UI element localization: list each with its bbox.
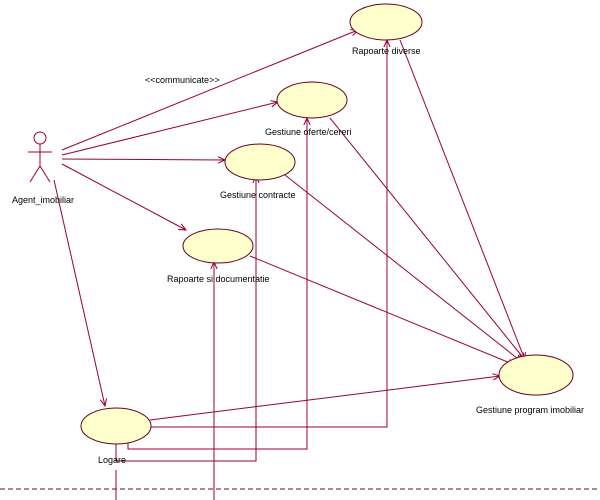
usecase-logare-label: Logare — [98, 455, 127, 465]
association-gestiune-contracte — [61, 159, 225, 160]
usecase-rapoarte-diverse-ellipse[interactable] — [349, 3, 423, 41]
association-rapoarte-documentatie — [61, 163, 186, 230]
usecase-gestiune-oferte-ellipse[interactable] — [276, 81, 348, 119]
usecase-gestiune-contracte-label: Gestiune contracte — [220, 190, 296, 200]
actor-figure — [28, 131, 52, 183]
usecase-rapoarte-diverse-label: Rapoarte diverse — [352, 46, 421, 56]
dependency-gestiune-oferte — [329, 117, 525, 360]
connector-logare-gestiune-contracte — [115, 176, 256, 462]
usecase-rapoarte-documentatie-ellipse[interactable] — [182, 228, 254, 264]
dependency-logare — [149, 376, 500, 421]
dependency-rapoarte-diverse — [399, 39, 525, 360]
usecase-gestiune-program-ellipse[interactable] — [498, 354, 574, 396]
usecase-logare-ellipse[interactable] — [80, 407, 152, 445]
dependency-gestiune-contracte — [284, 174, 522, 362]
usecase-rapoarte-documentatie-label: Rapoarte si documentatie — [167, 274, 270, 284]
association-logare — [53, 179, 105, 406]
connector-logare-rapoarte-diverse — [150, 40, 387, 428]
connector-logare-gestiune-oferte — [127, 118, 307, 450]
usecase-gestiune-oferte-label: Gestiune oferte/cereri — [265, 127, 352, 137]
stereotype-label: <<communicate>> — [145, 75, 220, 85]
association-gestiune-oferte — [61, 102, 278, 156]
actor-label: Agent_imobiliar — [12, 195, 75, 205]
association-rapoarte-diverse — [61, 30, 358, 151]
dependency-rapoarte-documentatie — [249, 255, 515, 365]
usecase-gestiune-program-label: Gestiune program imobiliar — [476, 405, 585, 415]
usecase-gestiune-contracte-ellipse[interactable] — [224, 143, 296, 181]
